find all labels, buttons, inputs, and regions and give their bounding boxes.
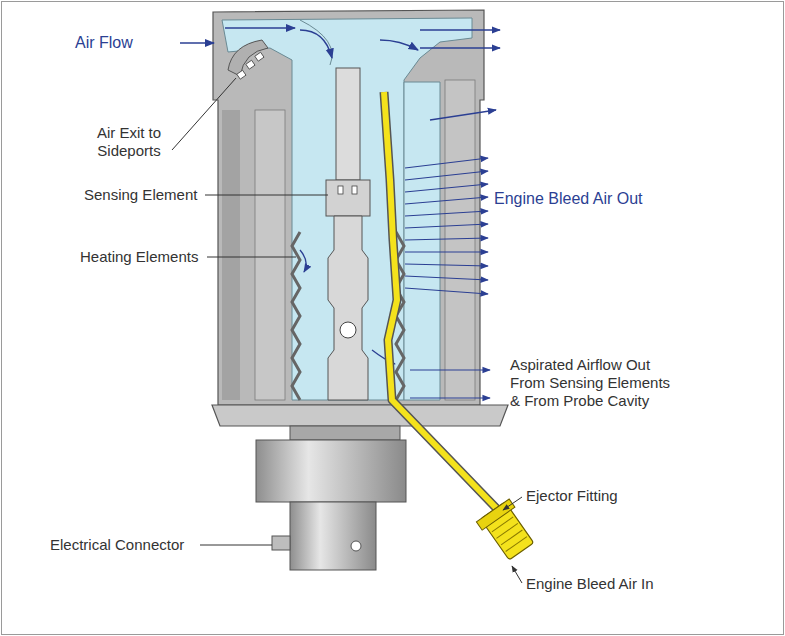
probe-body: [213, 10, 484, 405]
leader-line: [512, 566, 522, 583]
sensor-port: [340, 322, 356, 338]
part-label: Electrical Connector: [50, 536, 184, 554]
bleed-arrow: [405, 158, 488, 168]
bleed-arrow: [405, 197, 488, 204]
bleed-arrow: [405, 288, 488, 294]
sensing-element: [336, 68, 360, 180]
flow-label: Air Flow: [75, 34, 133, 52]
flow-divider: [300, 20, 332, 65]
bleed-arrow: [405, 264, 488, 266]
exit-arrow: [420, 47, 500, 48]
leader-line: [200, 545, 272, 546]
bleed-arrow: [405, 211, 488, 216]
exit-arrow: [420, 29, 500, 30]
connector-neck: [290, 426, 400, 440]
ejector-tube-outline: [384, 92, 500, 512]
aspirated-arrow: [410, 369, 490, 370]
part-label: Ejector Fitting: [526, 487, 618, 505]
flow-arrow: [300, 250, 306, 272]
body-wall: [255, 110, 285, 400]
fitting-thread: [496, 523, 517, 538]
fitting-thread: [501, 530, 522, 545]
leader-line: [205, 195, 328, 196]
ejector-fitting: [476, 499, 537, 563]
sensing-element: [328, 216, 368, 400]
flow-arrow: [380, 40, 418, 50]
bleed-arrow: [405, 238, 488, 240]
body-wall: [222, 110, 240, 400]
bleed-arrow: [430, 110, 496, 120]
part-label: Sensing Element: [84, 186, 197, 204]
part-label: Air Exit to Sideports: [84, 124, 174, 160]
bleed-arrow: [405, 251, 488, 252]
leader-line: [503, 497, 522, 510]
leader-line: [207, 257, 296, 258]
connector-pin: [351, 541, 361, 551]
ejector-tube: [384, 92, 500, 512]
part-label: Engine Bleed Air In: [526, 575, 654, 593]
air-flow-arrow: [180, 42, 214, 44]
air-channel: [222, 18, 472, 400]
bleed-arrow: [405, 184, 488, 192]
aspirated-arrow: [410, 397, 490, 398]
air-flow-arrow: [225, 27, 295, 29]
sideport-slot: [237, 70, 246, 79]
bleed-arrow: [405, 276, 488, 280]
connector-key: [272, 536, 290, 550]
flow-arrow: [300, 30, 332, 58]
sensor-slot: [352, 186, 357, 194]
bleed-arrow: [405, 224, 488, 228]
sideport-scoop: [228, 40, 268, 76]
sensing-element: [326, 180, 370, 216]
body-wall: [445, 80, 475, 400]
fitting-thread: [506, 537, 527, 552]
sensor-slot: [338, 186, 343, 194]
bleed-arrow: [405, 171, 488, 180]
flow-label: Engine Bleed Air Out: [494, 190, 643, 208]
mounting-flange: [212, 405, 508, 426]
bleed-channel: [404, 82, 440, 400]
leader-line: [172, 78, 236, 150]
part-label: Heating Elements: [80, 248, 198, 266]
fitting-nut: [476, 499, 515, 530]
sideport-slot: [255, 52, 264, 61]
sideport-slot: [246, 60, 255, 69]
fitting-thread: [492, 517, 513, 532]
electrical-connector: [290, 502, 376, 570]
flow-label: Aspirated Airflow Out From Sensing Eleme…: [510, 356, 673, 410]
connector-body: [256, 440, 406, 502]
